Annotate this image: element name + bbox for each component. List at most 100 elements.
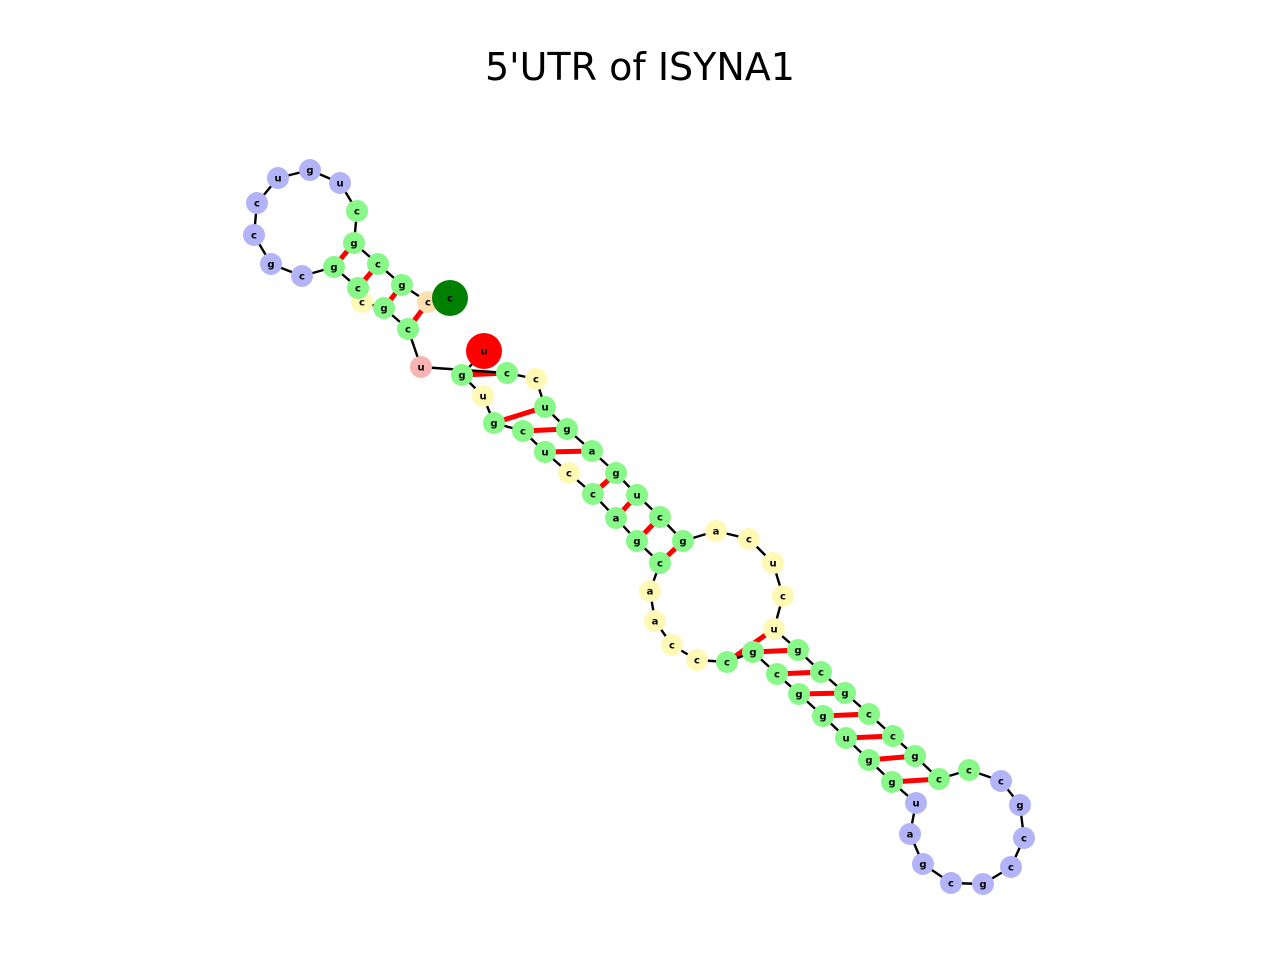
nucleotide-circle <box>928 768 950 790</box>
nucleotide-62: c <box>243 224 265 246</box>
nucleotide-30: g <box>1009 794 1031 816</box>
nucleotide-10: c <box>649 552 671 574</box>
nucleotide-label: u <box>842 734 849 745</box>
nucleotide-circle <box>626 484 648 506</box>
nucleotide-circle <box>834 682 856 704</box>
nucleotide-label: c <box>818 668 824 679</box>
nucleotide-5: u <box>534 441 556 463</box>
nucleotide-label: c <box>724 658 730 669</box>
nucleotide-label: c <box>355 284 361 295</box>
nucleotide-36: c <box>858 703 880 725</box>
nucleotide-27: g <box>972 873 994 895</box>
nucleotide-52: c <box>525 368 547 390</box>
nucleotide-label: c <box>590 490 596 501</box>
nucleotide-17: c <box>766 663 788 685</box>
nucleotide-circle <box>661 634 683 656</box>
nucleotide-circle <box>940 872 962 894</box>
nucleotide-18: g <box>788 683 810 705</box>
nucleotide-label: c <box>533 375 539 386</box>
nucleotide-circle <box>787 639 809 661</box>
nucleotide-72: c <box>432 280 468 316</box>
nucleotide-label: a <box>589 447 596 458</box>
nucleotide-label: c <box>966 766 972 777</box>
nucleotide-label: g <box>1016 801 1023 812</box>
nucleotide-label: u <box>480 347 487 358</box>
nucleotide-66: u <box>329 172 351 194</box>
nucleotide-59: g <box>323 256 345 278</box>
nucleotide-label: u <box>336 179 343 190</box>
nucleotide-circle <box>525 368 547 390</box>
nucleotide-53: c <box>496 362 518 384</box>
nucleotide-circle <box>649 552 671 574</box>
nucleotide-44: a <box>705 520 727 542</box>
nucleotide-15: c <box>716 651 738 673</box>
nucleotide-label: u <box>479 392 486 403</box>
nucleotide-circle <box>626 530 648 552</box>
nucleotide-56: g <box>373 297 395 319</box>
nucleotide-circle <box>558 462 580 484</box>
nucleotide-circle <box>835 727 857 749</box>
nucleotide-circle <box>858 703 880 725</box>
nucleotide-label: g <box>865 756 872 767</box>
nucleotide-label: g <box>841 689 848 700</box>
nucleotide-label: c <box>669 641 675 652</box>
nucleotide-label: c <box>1021 834 1027 845</box>
nucleotide-circle <box>762 552 784 574</box>
nucleotide-circle <box>605 462 627 484</box>
nucleotide-label: c <box>774 670 780 681</box>
nucleotide-circle <box>329 172 351 194</box>
nucleotide-label: g <box>979 880 986 891</box>
nucleotide-label: c <box>425 298 431 309</box>
nucleotide-circle <box>686 649 708 671</box>
nucleotide-label: c <box>746 535 752 546</box>
nucleotide-circle <box>582 483 604 505</box>
nucleotide-label: c <box>566 469 572 480</box>
nucleotide-circle <box>858 749 880 771</box>
nucleotide-circle <box>958 759 980 781</box>
nucleotide-70: g <box>391 274 413 296</box>
nucleotide-16: g <box>742 641 764 663</box>
nucleotide-circle <box>644 610 666 632</box>
nucleotide-1: g <box>451 364 473 386</box>
nucleotide-circle <box>512 420 534 442</box>
nucleotide-circle <box>410 356 432 378</box>
nucleotide-63: c <box>246 192 268 214</box>
nucleotide-23: u <box>905 792 927 814</box>
nucleotide-label: g <box>911 752 918 763</box>
nucleotide-12: a <box>644 610 666 632</box>
nucleotide-circle <box>904 745 926 767</box>
nucleotide-0: u <box>466 333 502 369</box>
nucleotide-label: u <box>770 625 777 636</box>
nucleotide-label: c <box>657 513 663 524</box>
nucleotide-43: c <box>738 528 760 550</box>
nucleotide-circle <box>466 333 502 369</box>
nucleotide-circle <box>267 167 289 189</box>
nucleotide-61: g <box>260 253 282 275</box>
nucleotide-50: g <box>556 418 578 440</box>
nucleotide-label: g <box>398 281 405 292</box>
nucleotide-33: c <box>928 768 950 790</box>
nucleotide-26: c <box>940 872 962 894</box>
nucleotide-label: g <box>749 648 756 659</box>
nucleotide-label: g <box>888 778 895 789</box>
nucleotide-label: g <box>563 425 570 436</box>
nucleotide-circle <box>716 651 738 673</box>
nucleotide-circle <box>1000 856 1022 878</box>
nucleotide-24: a <box>899 823 921 845</box>
diagram-title: 5'UTR of ISYNA1 <box>485 45 795 89</box>
nucleotide-circle <box>766 663 788 685</box>
nucleotide-54: u <box>410 356 432 378</box>
nucleotide-label: c <box>657 559 663 570</box>
nucleotide-circle <box>605 507 627 529</box>
nucleotide-circle <box>243 224 265 246</box>
nucleotide-circle <box>299 159 321 181</box>
nucleotide-label: c <box>866 710 872 721</box>
nucleotide-label: g <box>458 371 465 382</box>
nucleotide-35: c <box>882 725 904 747</box>
nucleotide-circle <box>882 725 904 747</box>
nucleotide-29: c <box>1013 827 1035 849</box>
nucleotide-2: u <box>472 385 494 407</box>
nucleotide-label: g <box>330 263 337 274</box>
nucleotide-label: c <box>520 427 526 438</box>
